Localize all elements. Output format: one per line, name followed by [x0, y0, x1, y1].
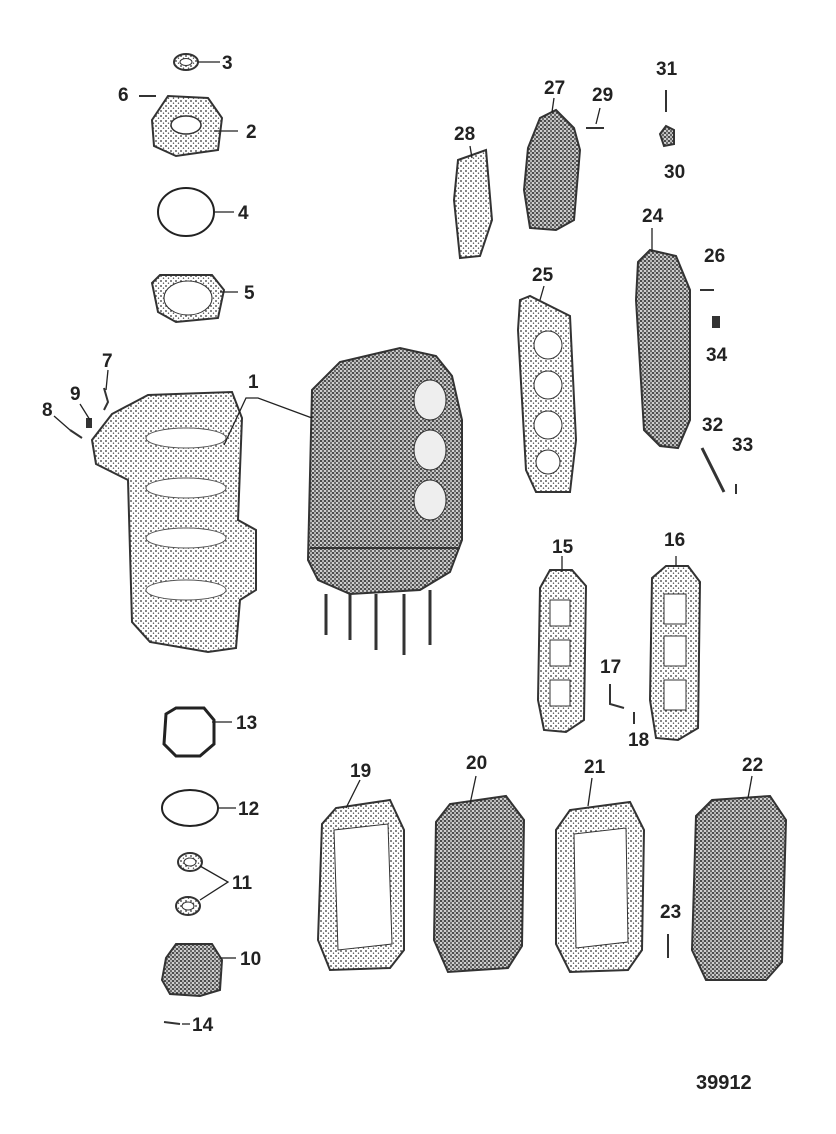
- callout-30: 30: [664, 162, 685, 183]
- part-17-screw: [609, 684, 625, 709]
- part-1-cylinder-block: [306, 346, 463, 655]
- figure-number: 39912: [696, 1072, 752, 1094]
- callout-labels: 3 6 2 4 5 1 7 9 8 13 12 11 10 14 28 27 2…: [42, 53, 763, 1036]
- part-4-o-ring: [157, 187, 215, 237]
- callout-3: 3: [222, 53, 233, 74]
- callout-28: 28: [454, 124, 475, 145]
- part-16-cover: [648, 565, 702, 742]
- callout-21: 21: [584, 757, 606, 778]
- callout-18: 18: [628, 730, 649, 751]
- part-28-gasket: [452, 148, 494, 260]
- part-7-fitting: [103, 387, 110, 411]
- part-34-plug: [712, 316, 720, 328]
- callout-6: 6: [118, 85, 129, 106]
- callout-27: 27: [544, 78, 565, 99]
- callout-17: 17: [600, 657, 621, 678]
- callout-1: 1: [248, 372, 259, 393]
- leader-lines: [53, 61, 753, 1025]
- callout-25: 25: [532, 265, 554, 286]
- callout-16: 16: [664, 530, 685, 551]
- callout-4: 4: [238, 203, 249, 224]
- part-5-gasket: [150, 274, 226, 324]
- part-22-cover: [690, 794, 788, 981]
- callout-29: 29: [592, 85, 613, 106]
- part-3-seal: [173, 53, 199, 71]
- callout-20: 20: [466, 753, 487, 774]
- part-11-seal-lower: [175, 896, 201, 916]
- callout-19: 19: [350, 761, 371, 782]
- callout-7: 7: [102, 351, 113, 372]
- callout-12: 12: [238, 799, 259, 820]
- part-2-bearing-housing: [150, 94, 224, 158]
- callout-32: 32: [702, 415, 723, 436]
- callout-5: 5: [244, 283, 255, 304]
- callout-11: 11: [232, 873, 253, 894]
- part-19-gasket: [316, 798, 405, 972]
- part-1-crankcase-front: [90, 390, 257, 654]
- callout-33: 33: [732, 435, 753, 456]
- part-14-screw: [163, 1021, 181, 1025]
- callout-14: 14: [192, 1015, 214, 1036]
- part-15-cover: [536, 569, 588, 734]
- callout-26: 26: [704, 246, 725, 267]
- part-20-cover: [432, 794, 526, 974]
- part-32-bolt: [700, 447, 726, 493]
- part-27-cover: [522, 108, 582, 232]
- callout-22: 22: [742, 755, 763, 776]
- part-10-housing: [160, 943, 224, 998]
- part-9-fitting: [86, 418, 92, 428]
- callout-10: 10: [240, 949, 261, 970]
- callout-2: 2: [246, 122, 257, 143]
- part-21-gasket: [555, 800, 646, 974]
- part-25-head-gasket: [516, 294, 578, 493]
- callout-34: 34: [706, 345, 728, 366]
- part-12-o-ring: [161, 789, 219, 827]
- callout-24: 24: [642, 206, 664, 227]
- part-8-bolt: [69, 429, 83, 439]
- part-30-fitting: [658, 124, 675, 148]
- callout-9: 9: [70, 384, 81, 405]
- callout-31: 31: [656, 59, 678, 80]
- callout-15: 15: [552, 537, 574, 558]
- part-13-gasket: [162, 706, 216, 758]
- part-11-seal-upper: [177, 852, 203, 872]
- callout-23: 23: [660, 902, 681, 923]
- callout-13: 13: [236, 713, 257, 734]
- callout-8: 8: [42, 400, 53, 421]
- part-24-cylinder-head: [634, 248, 691, 450]
